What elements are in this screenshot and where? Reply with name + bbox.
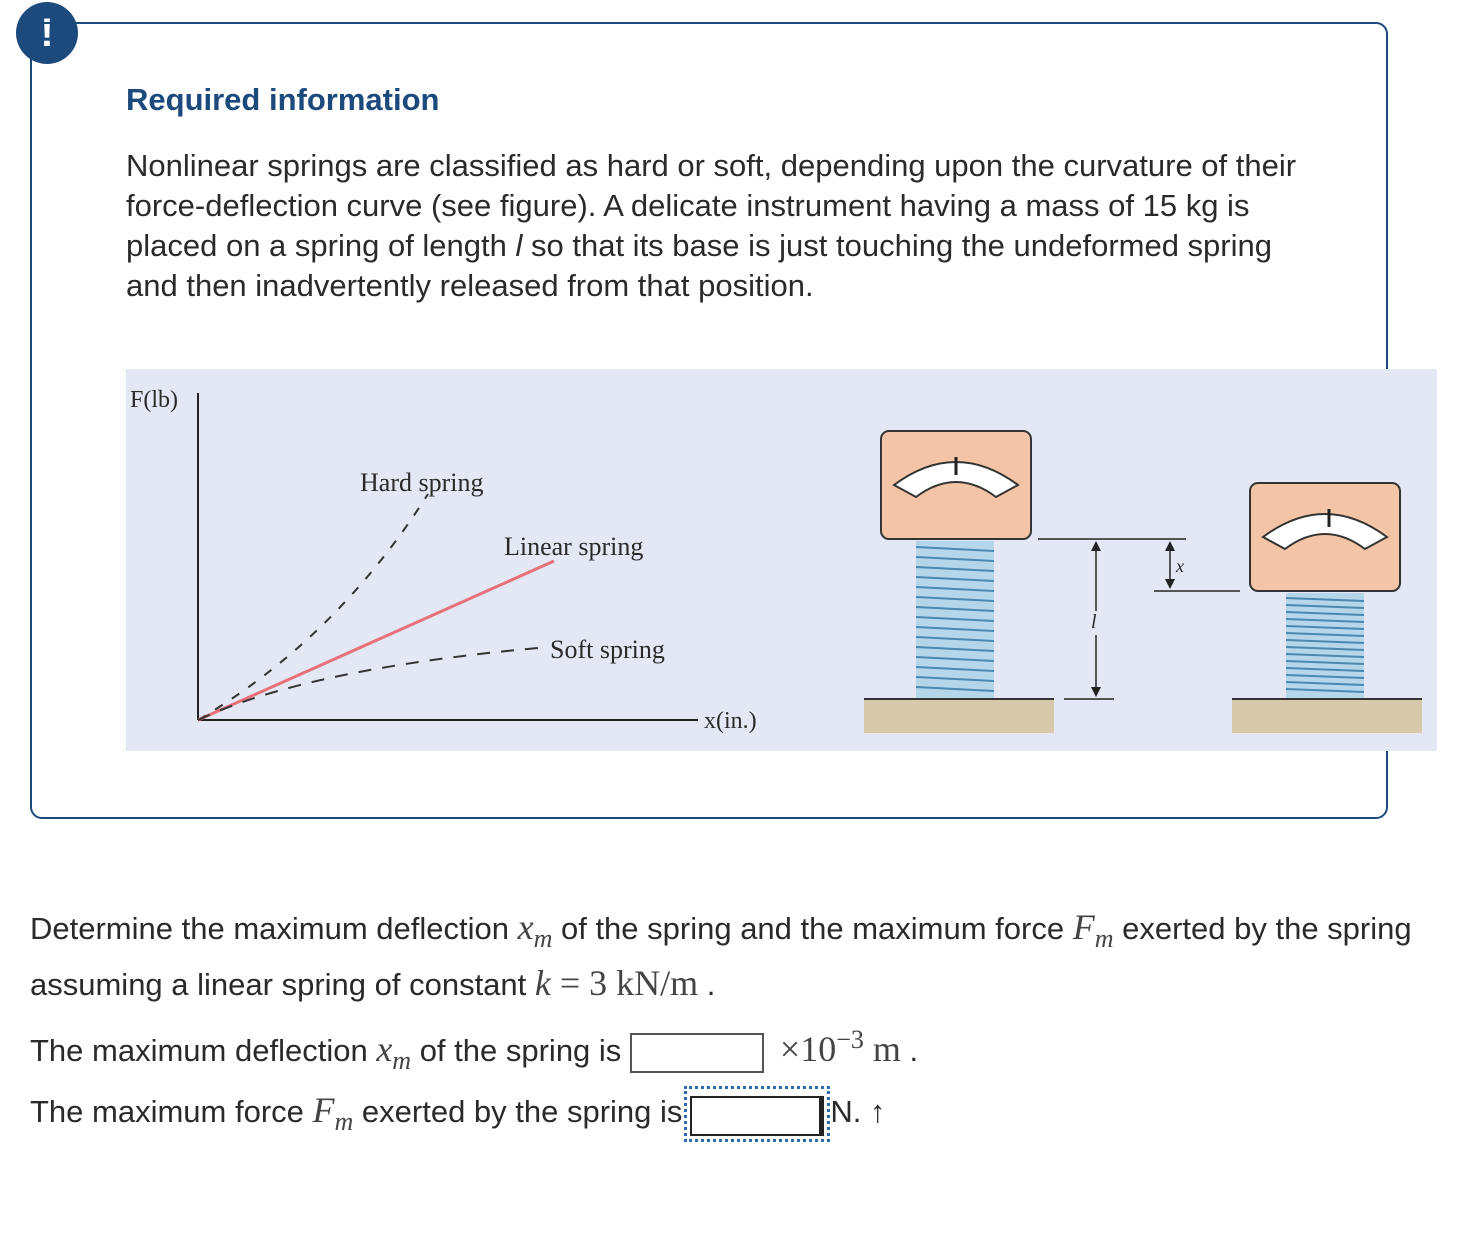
problem-text-part1: Nonlinear springs are classified as hard… [126, 148, 1297, 263]
answer1-end: . [900, 1033, 919, 1068]
answer1-times: ×10 [779, 1029, 837, 1069]
answer2-prefix: The maximum force [30, 1094, 313, 1130]
soft-spring-label: Soft spring [550, 635, 665, 664]
gauge-dial-left [892, 461, 1020, 499]
question-part1: Determine the maximum deflection [30, 911, 518, 946]
answer2-middle: exerted by the spring is [353, 1094, 683, 1130]
answer2-fm-var: F [312, 1090, 335, 1131]
question-end: . [698, 967, 716, 1003]
instrument-undeformed [880, 430, 1032, 540]
soft-spring-curve [197, 647, 539, 721]
deflection-answer-input[interactable] [629, 1032, 764, 1073]
hard-spring-curve [197, 493, 429, 721]
answer1-prefix: The maximum deflection [30, 1033, 377, 1068]
problem-text-part2: so that its base is just touching the un… [126, 228, 1272, 303]
answer1-middle: of the spring is [411, 1033, 630, 1068]
answer2-fm-symbol: Fm [312, 1090, 354, 1136]
gauge-dial-right [1261, 513, 1389, 551]
answer-row-deflection: The maximum deflection xm of the spring … [30, 1018, 918, 1083]
answer1-exponent: −3 [836, 1025, 864, 1054]
answer1-xm-sub: m [392, 1046, 412, 1076]
fm-var: F [1072, 907, 1095, 947]
answer1-unit: m [863, 1029, 901, 1069]
answer2-unit: N. ↑ [830, 1094, 886, 1130]
dimension-x-arrowheads [1165, 541, 1175, 589]
answer1-xm-symbol: xm [376, 1029, 411, 1075]
question-text: Determine the maximum deflection xm of t… [30, 905, 1440, 1007]
k-value: = 3 kN/m [550, 963, 699, 1004]
dimension-l-label: l [1091, 611, 1097, 633]
x-axis-label: x(in.) [704, 708, 757, 734]
question-part3: exerted by the spring assuming a linear … [30, 911, 1412, 1003]
dimension-x-label: x [1175, 556, 1184, 576]
k-variable: k [534, 963, 551, 1004]
question-part2: of the spring and the maximum force [552, 911, 1073, 946]
force-answer-focus-ring [684, 1086, 831, 1142]
answer-row-force: The maximum force Fm exerted by the spri… [30, 1086, 886, 1144]
xm-var: x [517, 907, 534, 947]
linear-spring-label: Linear spring [504, 532, 643, 561]
instrument-deflected [1249, 482, 1401, 592]
required-information-title: Required information [126, 82, 440, 117]
answer1-multiplier: ×10−3 m [779, 1025, 901, 1069]
fm-symbol: Fm [1072, 907, 1114, 953]
xm-sub: m [533, 924, 553, 954]
dimension-l-label-bg [1088, 611, 1104, 635]
y-axis-label: F(lb) [130, 387, 178, 413]
required-info-alert-icon: ! [16, 2, 78, 64]
length-variable: l [515, 228, 523, 263]
hard-spring-label: Hard spring [360, 468, 483, 497]
spring-compressed [1285, 593, 1365, 699]
spring-figure-svg: F(lb) x(in.) Hard spring Linear spring S… [130, 387, 1422, 734]
spring-undeformed [915, 541, 995, 699]
problem-statement: Nonlinear springs are classified as hard… [126, 146, 1326, 306]
xm-symbol: xm [517, 907, 553, 953]
ground-right [1232, 699, 1422, 733]
answer1-xm-var: x [376, 1029, 393, 1069]
ground-left [864, 699, 1054, 733]
fm-sub: m [1094, 924, 1114, 954]
force-answer-input[interactable] [690, 1095, 825, 1136]
spring-figure: F(lb) x(in.) Hard spring Linear spring S… [126, 369, 1437, 751]
linear-spring-line [197, 559, 555, 722]
answer2-fm-sub: m [334, 1107, 354, 1137]
